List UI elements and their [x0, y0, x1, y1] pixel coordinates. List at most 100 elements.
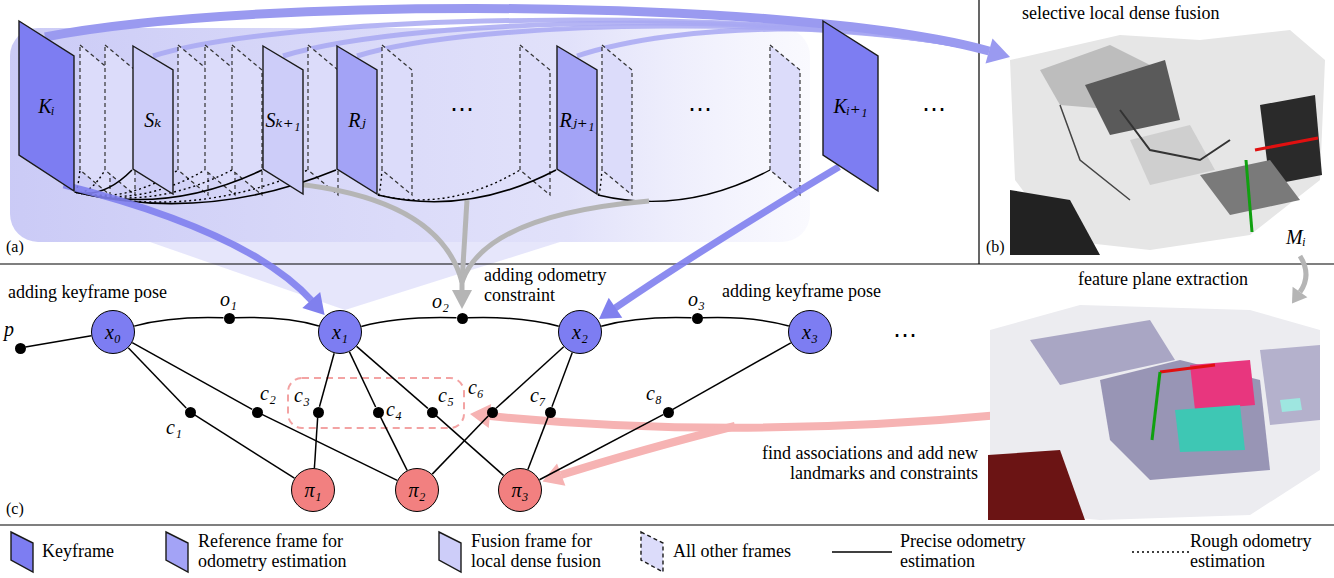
plane	[1260, 345, 1320, 425]
annotation-label: adding keyframe pose	[722, 282, 881, 302]
graph-edge	[319, 353, 334, 406]
arrow-head	[302, 292, 324, 315]
annotation-label: adding odometry constraint	[484, 266, 624, 306]
factor-label: c₅	[438, 384, 454, 406]
rough-odometry-arc	[598, 170, 602, 195]
connector	[134, 318, 223, 327]
other-frame	[178, 45, 208, 195]
other-frame	[205, 45, 235, 195]
other-frame	[520, 45, 550, 195]
legend-frame-outline	[11, 532, 33, 572]
other-frame	[770, 45, 800, 195]
graph-edge	[539, 415, 663, 480]
arrow-head	[599, 298, 622, 319]
graph-edge	[436, 416, 503, 476]
divider-line	[0, 263, 1334, 264]
legend-frame-outline	[641, 532, 663, 572]
connector	[378, 170, 556, 202]
legend-text: Precise odometry estimation	[900, 532, 1040, 572]
legend-sample	[165, 531, 189, 573]
annotation-label: Mᵢ	[1286, 226, 1306, 248]
connector	[380, 417, 407, 470]
other-frame	[602, 45, 632, 195]
label-box: ⋯	[450, 96, 474, 122]
node-label: π₂	[409, 479, 426, 501]
node-label: Kᵢ	[38, 95, 55, 117]
node-label: Sₖ₊₁	[266, 109, 301, 131]
legend-box: Reference frame for odometry estimation	[198, 532, 363, 572]
graph-edge	[134, 318, 223, 327]
label-box: ⋯	[688, 96, 712, 122]
label-box: ⋯	[893, 322, 917, 348]
graph-edge	[673, 343, 791, 410]
node-label: Sₖ	[144, 109, 161, 131]
legend-text: Rough odometry estimation	[1190, 532, 1328, 572]
label-box: (b)	[986, 238, 1005, 256]
annotation-label: find associations and add new landmarks …	[740, 444, 978, 484]
label-box: adding keyframe pose	[8, 283, 167, 303]
plane	[1100, 360, 1270, 480]
annotation-label: (c)	[6, 500, 24, 518]
graph-edge	[432, 416, 488, 474]
connector	[319, 353, 334, 406]
legend-box: Rough odometry estimation	[1190, 532, 1328, 572]
variable-node: x₁	[318, 310, 362, 354]
variable-node: π₁	[291, 468, 335, 512]
annotation-label: (a)	[6, 238, 24, 256]
fusion-arrow-head	[986, 39, 1011, 64]
variable-node: x₀	[91, 310, 135, 354]
node-label: π₃	[512, 479, 529, 501]
graph-edge	[380, 417, 407, 470]
frame-node: Rⱼ	[336, 45, 378, 195]
label-box: (a)	[6, 238, 24, 256]
connector	[528, 417, 548, 469]
factor-label: c₆	[468, 376, 484, 398]
frame-shape-outline	[263, 46, 303, 194]
factor-node: o₃	[692, 313, 703, 324]
graph-edge	[25, 336, 91, 347]
connector	[601, 318, 691, 327]
legend-sample	[640, 531, 664, 573]
extraction-arrow-head	[1292, 287, 1307, 304]
variable-node: x₂	[558, 310, 602, 354]
graph-edge	[361, 318, 456, 327]
frame-node: Kᵢ₊₁	[822, 20, 879, 192]
plane	[988, 450, 1085, 520]
axis-line	[1255, 138, 1318, 150]
legend-sample	[1130, 547, 1194, 557]
association-arrow	[561, 426, 735, 475]
association-arrow	[490, 415, 1000, 428]
frame-node: Kᵢ	[18, 20, 75, 192]
variable-node: π₃	[498, 468, 542, 512]
ellipsis: ⋯	[893, 322, 917, 348]
factor-node: c₃	[313, 407, 324, 418]
legend-box: Precise odometry estimation	[900, 532, 1040, 572]
legend-text: All other frames	[673, 542, 791, 562]
connector	[702, 318, 788, 326]
label-box: ⋯	[922, 96, 946, 122]
label-box: adding keyframe pose	[722, 282, 881, 302]
node-label: x₁	[332, 321, 348, 343]
cable	[1120, 110, 1230, 160]
factor-label: c₂	[260, 382, 276, 404]
graph-edge	[601, 318, 691, 327]
factor-label: c₇	[530, 384, 546, 406]
annotation-label: feature plane extraction	[1078, 270, 1248, 290]
panel-background	[10, 28, 810, 242]
factor-label: o₁	[220, 288, 237, 310]
legend-frame	[640, 531, 664, 573]
graph-edge	[467, 318, 558, 327]
frame-shape-outline	[823, 21, 878, 191]
association-box	[288, 378, 464, 428]
annotation-label: (b)	[986, 238, 1005, 256]
frame-shape-outline	[557, 46, 597, 194]
point-cloud-object	[1085, 60, 1180, 135]
other-frame	[382, 45, 412, 195]
factor-node: p	[15, 343, 26, 354]
frame-shape-outline	[19, 21, 74, 191]
rough-odometry-arc	[378, 170, 382, 195]
factor-node: c₆	[487, 407, 498, 418]
ellipsis: ⋯	[922, 96, 946, 122]
legend-frame	[438, 531, 462, 573]
odometry-arrow	[297, 184, 462, 282]
